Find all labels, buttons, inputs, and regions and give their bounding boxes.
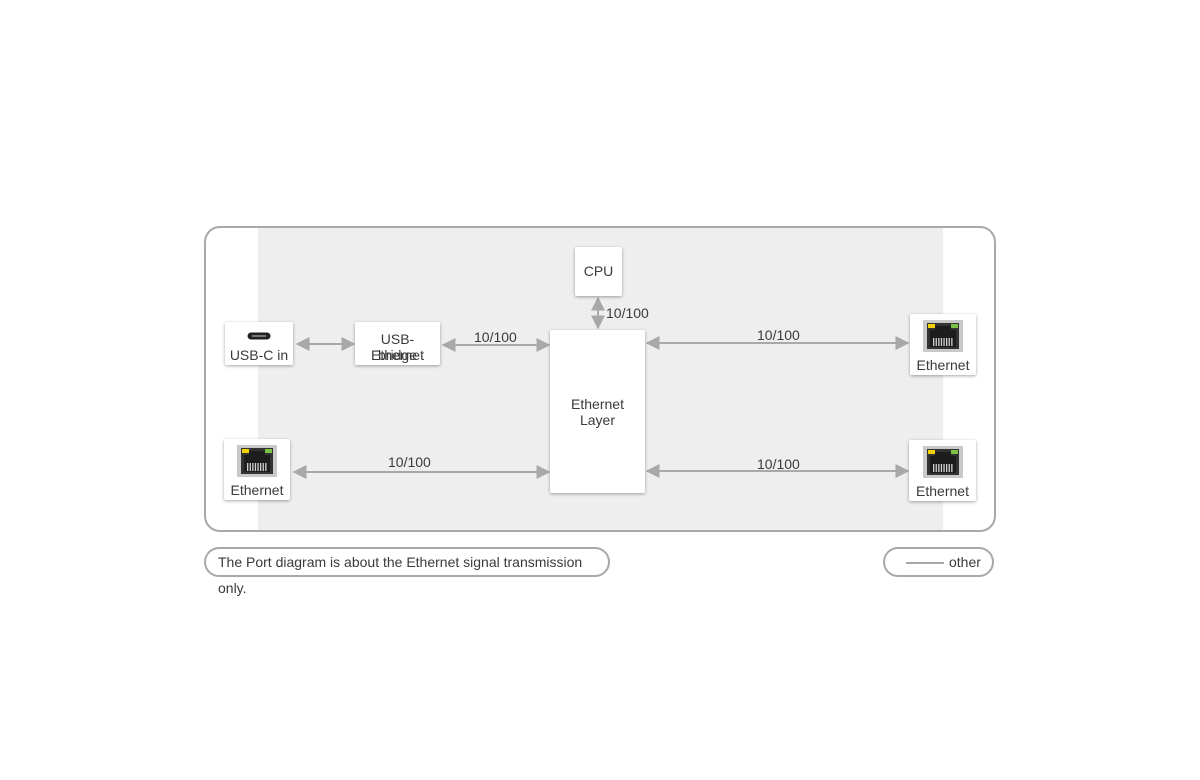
speed-label-bridge-layer: 10/100 (474, 329, 517, 345)
legend-pill: other (883, 547, 994, 577)
ethernet-layer-node: Ethernet Layer (550, 330, 645, 493)
speed-label-layer-right-top: 10/100 (757, 327, 800, 343)
speed-label-layer-right-bottom: 10/100 (757, 456, 800, 472)
legend-other-label: other (949, 554, 981, 570)
speed-label-cpu-layer: 10/100 (606, 305, 649, 321)
ethernet-port-left: Ethernet (224, 439, 290, 500)
legend-line-swatch (906, 562, 944, 564)
ethernet-port-icon (237, 445, 277, 477)
cpu-node: CPU (575, 247, 622, 296)
ethernet-layer-line1: Ethernet (571, 396, 624, 412)
usbc-port-node: USB-C in (225, 322, 293, 365)
ethernet-left-label: Ethernet (230, 482, 284, 498)
ethernet-port-icon (923, 320, 963, 352)
ethernet-right-bottom-label: Ethernet (916, 483, 969, 499)
bridge-label-line2: bridge (378, 347, 417, 363)
usb-ethernet-bridge-node: USB-Ethernet bridge (355, 322, 440, 365)
usbc-label: USB-C in (229, 347, 289, 363)
ethernet-port-icon (922, 446, 963, 478)
ethernet-port-right-top: Ethernet (910, 314, 976, 375)
bridge-label-line1: USB-Ethernet (371, 331, 424, 363)
footnote-pill: The Port diagram is about the Ethernet s… (204, 547, 610, 596)
ethernet-port-right-bottom: Ethernet (909, 440, 976, 501)
cpu-label: CPU (583, 263, 614, 279)
usb-c-icon (247, 332, 271, 340)
footnote-text: The Port diagram is about the Ethernet s… (218, 554, 583, 596)
ethernet-right-top-label: Ethernet (916, 357, 970, 373)
speed-label-left-layer: 10/100 (388, 454, 431, 470)
ethernet-layer-line2: Layer (579, 412, 616, 428)
